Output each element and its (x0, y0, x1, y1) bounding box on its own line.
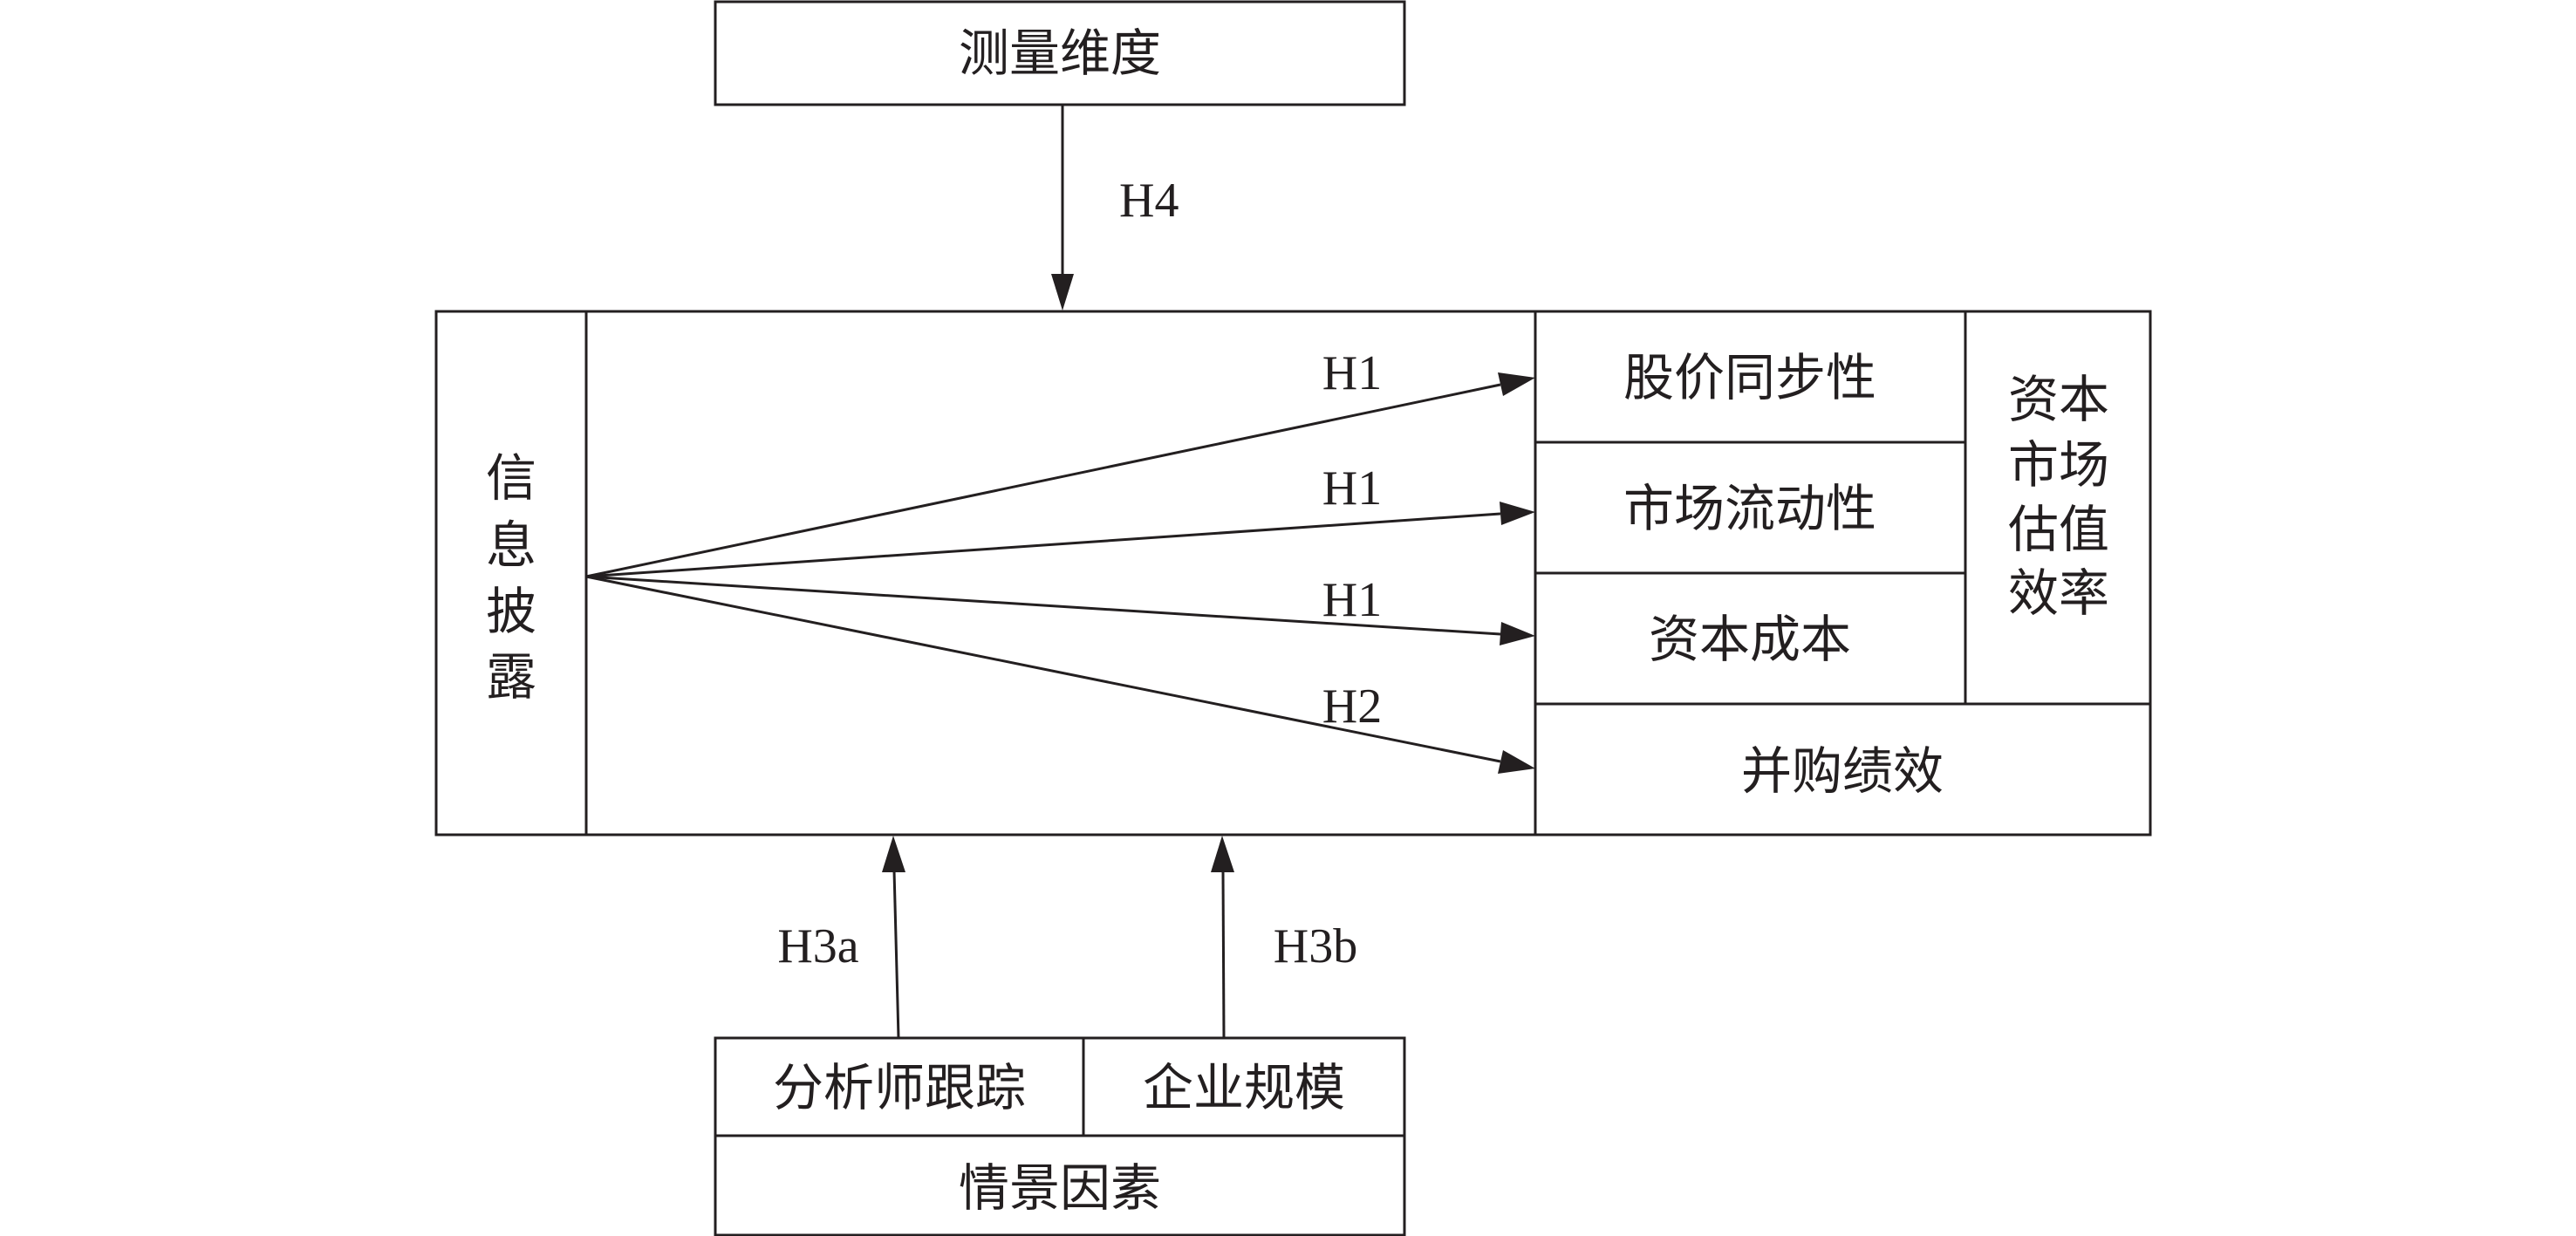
measurement-dimension-box (714, 0, 1406, 106)
h1-arrow-head-synchronicity (1498, 372, 1535, 396)
measurement-dimension-label: 测量维度 (959, 24, 1161, 83)
valuation-efficiency-line-4: 效率 (2008, 563, 2109, 623)
analyst-following-label: 分析师跟踪 (773, 1058, 1026, 1117)
context-factors-title-box (714, 1134, 1406, 1236)
h3a-arrow-head (882, 836, 905, 872)
info-disclosure-char-1: 信 (486, 448, 536, 508)
h1-arrow-head-cost-of-capital (1500, 622, 1535, 645)
h3a-label: H3a (777, 919, 858, 973)
ma-performance-label: 并购绩效 (1741, 741, 1944, 801)
h1-label-cost-of-capital: H1 (1322, 573, 1382, 627)
h2-label-ma-performance: H2 (1322, 679, 1382, 734)
h1-label-synchronicity: H1 (1322, 346, 1382, 400)
h2-arrow-head-ma-performance (1498, 750, 1535, 774)
firm-size-label: 企业规模 (1143, 1058, 1345, 1117)
cost-of-capital-label: 资本成本 (1649, 610, 1851, 669)
market-liquidity-label: 市场流动性 (1623, 479, 1876, 538)
stock-price-synchronicity-label: 股价同步性 (1623, 348, 1876, 407)
h1-arrow-line-liquidity (585, 512, 1501, 578)
h1-arrow-head-liquidity (1500, 502, 1535, 525)
h1-arrow-line-cost-of-capital (585, 575, 1501, 636)
info-disclosure-char-2: 息 (486, 516, 536, 575)
valuation-efficiency-line-2: 市场 (2008, 435, 2109, 495)
h3b-arrow-line (1221, 870, 1226, 1039)
h3a-arrow-line (892, 870, 900, 1039)
info-disclosure-char-3: 披 (486, 582, 536, 641)
valuation-efficiency-line-3: 估值 (2008, 500, 2109, 559)
h1-arrow-line-synchronicity (585, 383, 1501, 578)
h4-label: H4 (1119, 174, 1179, 228)
h3b-label: H3b (1274, 919, 1357, 973)
h4-arrow-head (1051, 274, 1074, 311)
valuation-efficiency-line-1: 资本 (2008, 370, 2109, 429)
h1-label-liquidity: H1 (1322, 461, 1382, 516)
info-disclosure-char-4: 露 (486, 647, 536, 707)
h3b-arrow-head (1211, 836, 1234, 872)
h2-arrow-line-ma-performance (585, 575, 1501, 763)
context-factors-upper-box (714, 1036, 1406, 1137)
context-factors-title: 情景因素 (959, 1158, 1161, 1218)
